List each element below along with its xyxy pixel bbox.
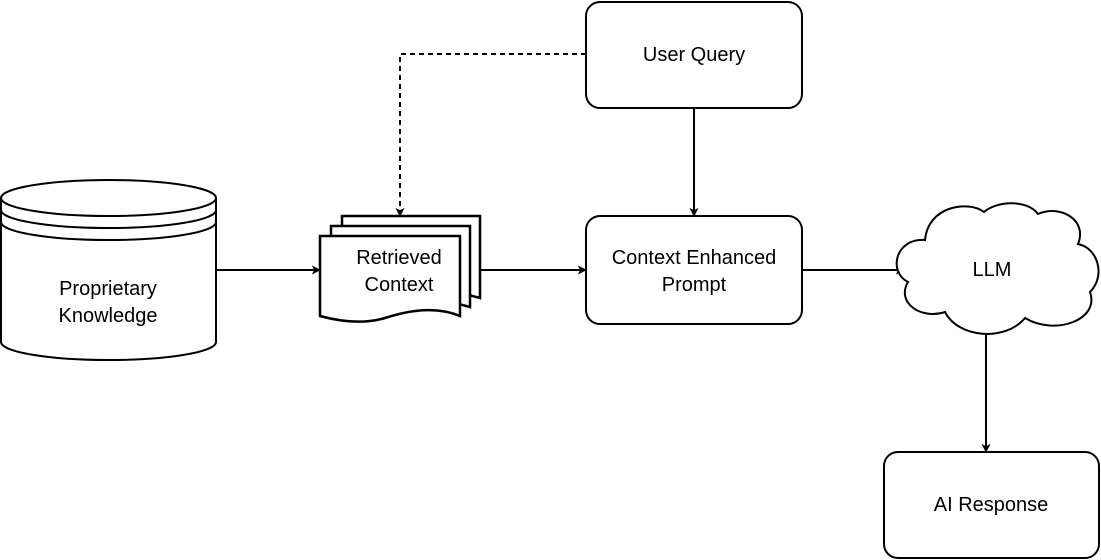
proprietary-knowledge-label-line-2: Knowledge <box>59 305 158 327</box>
retrieved-context-label-line-1: Retrieved <box>356 247 442 269</box>
database-cylinder-top <box>0 179 217 217</box>
context-enhanced-prompt-label-line-1: Context Enhanced <box>612 247 777 269</box>
edges <box>216 53 991 453</box>
ai-response-node[interactable]: AI Response <box>883 451 1100 559</box>
llm-label: LLM <box>973 259 1012 281</box>
user-query-node[interactable]: User Query <box>585 1 803 109</box>
ai-response-box <box>883 451 1100 559</box>
ai-response-label: AI Response <box>934 494 1049 516</box>
proprietary-knowledge-node[interactable]: Proprietary Knowledge <box>0 179 217 361</box>
document-front-sheet <box>318 234 462 323</box>
context-enhanced-prompt-box <box>585 215 803 325</box>
llm-cloud-shape <box>895 202 1100 335</box>
llm-node[interactable]: LLM <box>895 202 1100 335</box>
user-query-box <box>585 1 803 109</box>
edge-user-query-to-retrieved-context <box>395 53 586 217</box>
user-query-label: User Query <box>643 44 745 66</box>
retrieved-context-label-line-2: Context <box>365 274 434 296</box>
database-cylinder-ring-2 <box>0 221 217 241</box>
context-enhanced-prompt-label-line-2: Prompt <box>662 274 727 296</box>
database-cylinder-ring-1 <box>0 209 217 229</box>
context-enhanced-prompt-node[interactable]: Context Enhanced Prompt <box>585 215 803 325</box>
retrieved-context-node[interactable]: Retrieved Context <box>318 214 482 323</box>
proprietary-knowledge-label-line-1: Proprietary <box>59 278 157 300</box>
